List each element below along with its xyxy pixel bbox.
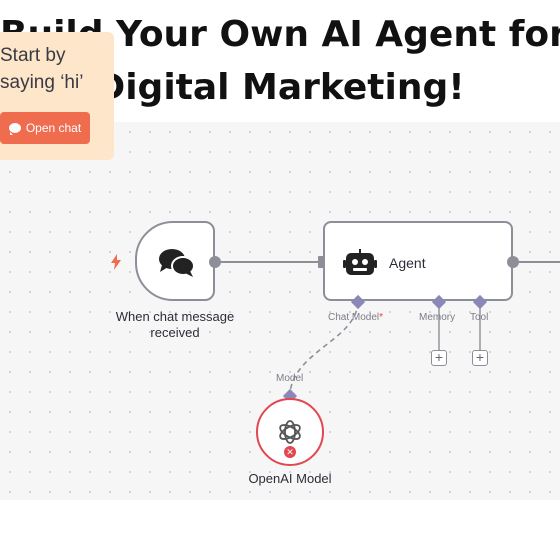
chat-trigger-label: When chat message received <box>115 309 235 340</box>
required-marker: * <box>379 312 384 323</box>
agent-output-port[interactable] <box>507 256 519 268</box>
chat-bubbles-icon <box>159 249 195 277</box>
add-tool-button[interactable]: + <box>472 350 488 366</box>
agent-input-port[interactable] <box>318 256 325 268</box>
open-chat-button[interactable]: Open chat <box>0 112 90 144</box>
tool-port-label: Tool <box>470 312 489 323</box>
chat-model-port-label: Chat Model* <box>328 312 384 323</box>
lightning-bolt-icon <box>111 254 121 270</box>
headline-line-2: Digital Marketing! <box>95 67 465 108</box>
add-memory-button[interactable]: + <box>431 350 447 366</box>
trigger-output-port[interactable] <box>209 256 221 268</box>
model-agent-connection <box>289 301 359 393</box>
openai-model-label: OpenAI Model <box>248 471 332 486</box>
robot-icon <box>343 249 377 275</box>
error-badge-icon: ✕ <box>284 446 296 458</box>
model-port-label: Model <box>276 373 304 384</box>
sticky-note-text: Start by saying ‘hi’ <box>0 45 84 93</box>
memory-port-label: Memory <box>419 312 456 323</box>
agent-node[interactable]: Agent <box>323 221 513 301</box>
agent-title: Agent <box>389 255 426 271</box>
bottom-margin <box>0 500 560 560</box>
sticky-note[interactable]: Start by saying ‘hi’ Open chat <box>0 32 114 160</box>
openai-icon <box>279 420 301 444</box>
open-chat-label: Open chat <box>25 121 82 135</box>
chat-trigger-node[interactable] <box>135 221 215 301</box>
chat-bubble-icon <box>8 123 21 135</box>
